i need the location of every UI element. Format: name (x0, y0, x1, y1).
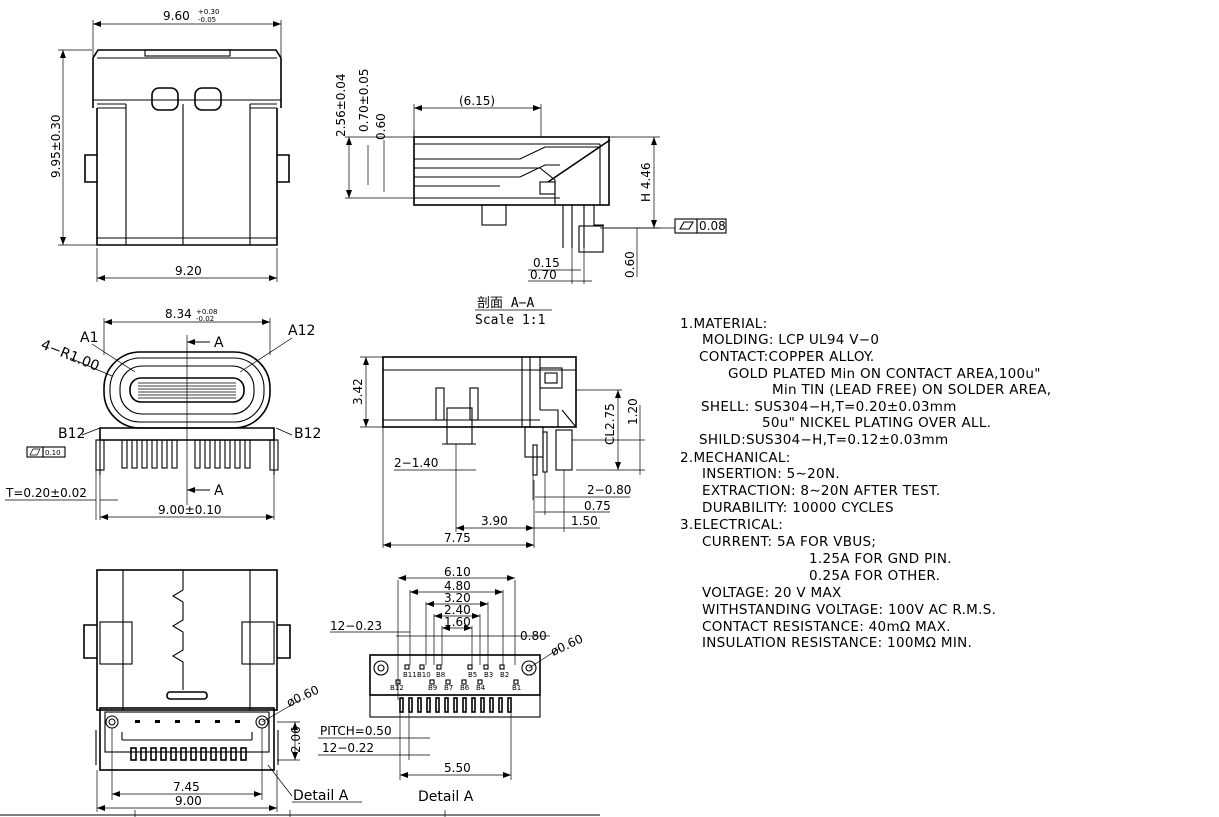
detail-pin-b1: B1 (512, 684, 521, 692)
bottom-detail-label: Detail A (293, 788, 349, 804)
bottom-pins (130, 747, 247, 761)
front-label-a12: A12 (288, 323, 315, 339)
front-label-a-top: A (214, 335, 224, 351)
note-line: Min TIN (LEAD FREE) ON SOLDER AREA, (772, 382, 1051, 398)
detail-pitch: PITCH=0.50 (320, 724, 392, 738)
section-dim-h446: H 4.46 (639, 162, 653, 202)
side-dim-342: 3.42 (351, 378, 365, 405)
section-flatness: 0.08 (699, 219, 726, 233)
note-line: VOLTAGE: 20 V MAX (702, 585, 842, 601)
front-pins (121, 439, 251, 469)
detail-pin-b4: B4 (476, 684, 486, 692)
front-thickness: T=0.20±0.02 (5, 486, 87, 500)
detail-dim-240: 2.40 (444, 603, 471, 617)
front-label-a-bot: A (214, 483, 224, 499)
note-line: CURRENT: 5A FOR VBUS; (702, 534, 876, 550)
note-line: MOLDING: LCP UL94 V−0 (702, 332, 879, 348)
detail-dim-480: 4.80 (444, 579, 471, 593)
note-line: SHILD:SUS304−H,T=0.12±0.03mm (699, 432, 948, 448)
detail-view: 6.10 4.80 3.20 2.40 1.60 0.80 12−0.23 ø0… (318, 565, 585, 805)
front-width-dim: 8.34 (165, 307, 192, 321)
note-line: 3.ELECTRICAL: (680, 517, 783, 533)
note-line: 1.25A FOR GND PIN. (809, 551, 952, 567)
note-line: 50u" NICKEL PLATING OVER ALL. (762, 415, 991, 431)
detail-pin-b10: B10 (417, 671, 431, 679)
section-dim-256: 2.56±0.04 (334, 74, 348, 138)
detail-pin-b12: B12 (390, 684, 404, 692)
detail-dim-12023: 12−0.23 (330, 619, 382, 633)
section-dim-060b: 0.60 (623, 251, 637, 278)
front-width-tol-dn: -0.02 (196, 315, 214, 323)
note-line: GOLD PLATED Min ON CONTACT AREA,100u" (728, 366, 1041, 382)
spec-notes: 1.MATERIAL: MOLDING: LCP UL94 V−0 CONTAC… (680, 316, 1051, 651)
detail-title: Detail A (418, 789, 474, 805)
section-scale: Scale 1:1 (475, 313, 545, 328)
section-dim-070b: 0.70 (530, 268, 557, 282)
detail-pin-b2: B2 (500, 671, 509, 679)
top-width-dim: 9.60 (163, 9, 190, 23)
note-line: SHELL: SUS304−H,T=0.20±0.03mm (701, 399, 957, 415)
note-line: INSULATION RESISTANCE: 100MΩ MIN. (702, 635, 972, 651)
detail-pin-b3: B3 (484, 671, 493, 679)
side-dim-2140: 2−1.40 (394, 456, 438, 470)
detail-pin-b9: B9 (428, 684, 437, 692)
note-line: CONTACT:COPPER ALLOY. (699, 349, 874, 365)
top-width-tol-dn: -0.05 (198, 16, 216, 24)
detail-dim-12022: 12−0.22 (322, 741, 374, 755)
note-line: 0.25A FOR OTHER. (809, 568, 940, 584)
front-label-b12-right: B12 (294, 426, 321, 442)
detail-pin-b6: B6 (460, 684, 470, 692)
detail-dim-160: 1.60 (444, 615, 471, 629)
top-width-tol-up: +0.30 (198, 8, 219, 16)
section-dim-615: (6.15) (459, 94, 495, 108)
front-width-tol-up: +0.08 (196, 308, 217, 316)
section-view: (6.15) 2.56±0.04 0.70±0.05 0.60 H 4.46 (334, 69, 727, 328)
detail-dim-320: 3.20 (444, 591, 471, 605)
detail-dim-060: ø0.60 (548, 632, 585, 659)
bottom-dim-900: 9.00 (175, 794, 202, 808)
bottom-view: ø0.60 2.06 7.45 9.00 Detail A (83, 569, 362, 812)
bottom-dim-206: 2.06 (289, 726, 303, 753)
side-dim-2080: 2−0.80 (587, 483, 631, 497)
bottom-dim-060: ø0.60 (284, 683, 321, 710)
section-title: 剖面 A−A (477, 296, 534, 311)
section-dim-070: 0.70±0.05 (357, 69, 371, 133)
detail-dim-080: 0.80 (520, 629, 547, 643)
section-dim-060: 0.60 (374, 113, 388, 140)
detail-pins (399, 697, 512, 713)
note-line: WITHSTANDING VOLTAGE: 100V AC R.M.S. (702, 602, 996, 618)
side-dim-150: 1.50 (571, 514, 598, 528)
detail-pin-b11: B11 (403, 671, 417, 679)
detail-pin-b7: B7 (444, 684, 453, 692)
top-height-dim: 9.95±0.30 (49, 115, 63, 179)
detail-dim-610: 6.10 (444, 565, 471, 579)
side-dim-275: CL2.75 (603, 403, 617, 445)
front-view: 8.34 +0.08 -0.02 A1 A12 4−R1.00 A A (5, 307, 321, 520)
bottom-dim-745: 7.45 (173, 780, 200, 794)
note-line: INSERTION: 5∼20N. (702, 466, 840, 482)
front-bottom-width: 9.00±0.10 (158, 503, 222, 517)
front-flat: 0.10 (45, 449, 61, 457)
detail-dim-550: 5.50 (444, 761, 471, 775)
detail-pin-b8: B8 (436, 671, 445, 679)
note-line: 1.MATERIAL: (680, 316, 767, 332)
side-dim-390: 3.90 (481, 514, 508, 528)
note-line: DURABILITY: 10000 CYCLES (702, 500, 894, 516)
side-dim-075: 0.75 (584, 499, 611, 513)
detail-pin-b5: B5 (468, 671, 477, 679)
side-dim-120: 1.20 (626, 398, 640, 425)
front-label-a1: A1 (80, 330, 98, 346)
section-dim-015: 0.15 (533, 256, 560, 270)
top-view: 9.60 +0.30 -0.05 9.95±0.30 9.20 (49, 8, 290, 282)
bottom-pads-upper (135, 720, 240, 723)
side-dim-775: 7.75 (444, 531, 471, 545)
side-view: 3.42 CL2.75 1.20 2−1.40 2−0.80 0.75 3.90… (351, 356, 645, 548)
top-bottom-width-dim: 9.20 (175, 264, 202, 278)
note-line: 2.MECHANICAL: (680, 450, 791, 466)
detail-pads (395, 664, 519, 685)
note-line: CONTACT RESISTANCE: 40mΩ MAX. (702, 619, 951, 635)
note-line: EXTRACTION: 8∼20N AFTER TEST. (702, 483, 941, 499)
front-label-b12-left: B12 (58, 426, 85, 442)
